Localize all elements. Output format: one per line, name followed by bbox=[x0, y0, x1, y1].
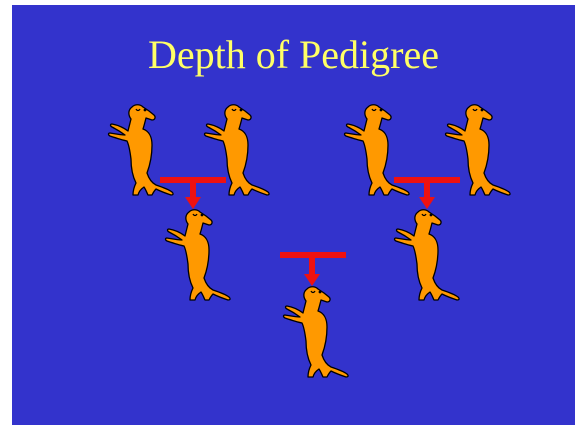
offspring-dog bbox=[284, 287, 349, 377]
slide: Depth of Pedigree bbox=[12, 5, 575, 425]
mating-connector-center bbox=[280, 252, 346, 286]
pedigree-diagram bbox=[12, 5, 575, 425]
parent-dog-1 bbox=[166, 210, 231, 300]
parent-dog-2 bbox=[395, 210, 460, 300]
